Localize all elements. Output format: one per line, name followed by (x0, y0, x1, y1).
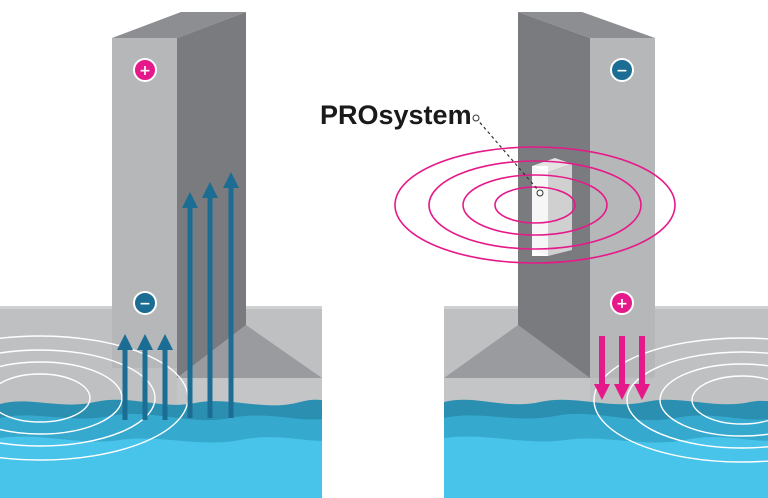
right-wall-footing (444, 325, 590, 378)
plus-charge-icon: + (133, 58, 157, 82)
down-arrow-icon (594, 336, 610, 400)
right-wall-top (518, 12, 655, 38)
plus-charge-icon: + (610, 291, 634, 315)
prosystem-label-group: PROsystem (320, 100, 539, 191)
svg-text:−: − (139, 296, 151, 312)
right-wall-structure: − + (394, 12, 768, 498)
left-wall-top (112, 12, 246, 38)
svg-text:−: − (616, 63, 628, 79)
left-wall-structure: + − (0, 12, 322, 498)
svg-text:+: + (616, 296, 628, 312)
left-tall-arrows (181, 171, 240, 418)
right-water-light (444, 436, 768, 498)
minus-charge-icon: − (133, 291, 157, 315)
prosystem-field-rings (394, 146, 676, 264)
leader-line (475, 117, 539, 191)
minus-charge-icon: − (610, 58, 634, 82)
right-wall-front (590, 38, 655, 378)
right-field-rings (593, 337, 768, 463)
svg-text:+: + (139, 63, 151, 79)
left-wall-front (112, 38, 178, 368)
prosystem-label: PROsystem (320, 100, 472, 130)
prosystem-device (532, 158, 572, 256)
leader-start-dot (472, 114, 480, 122)
down-arrow-icon (614, 336, 630, 400)
left-small-arrows (116, 333, 174, 420)
left-wall-footing (177, 325, 322, 378)
down-arrow-icon (634, 336, 650, 400)
left-water-light (0, 436, 322, 498)
right-down-arrows (594, 336, 650, 400)
